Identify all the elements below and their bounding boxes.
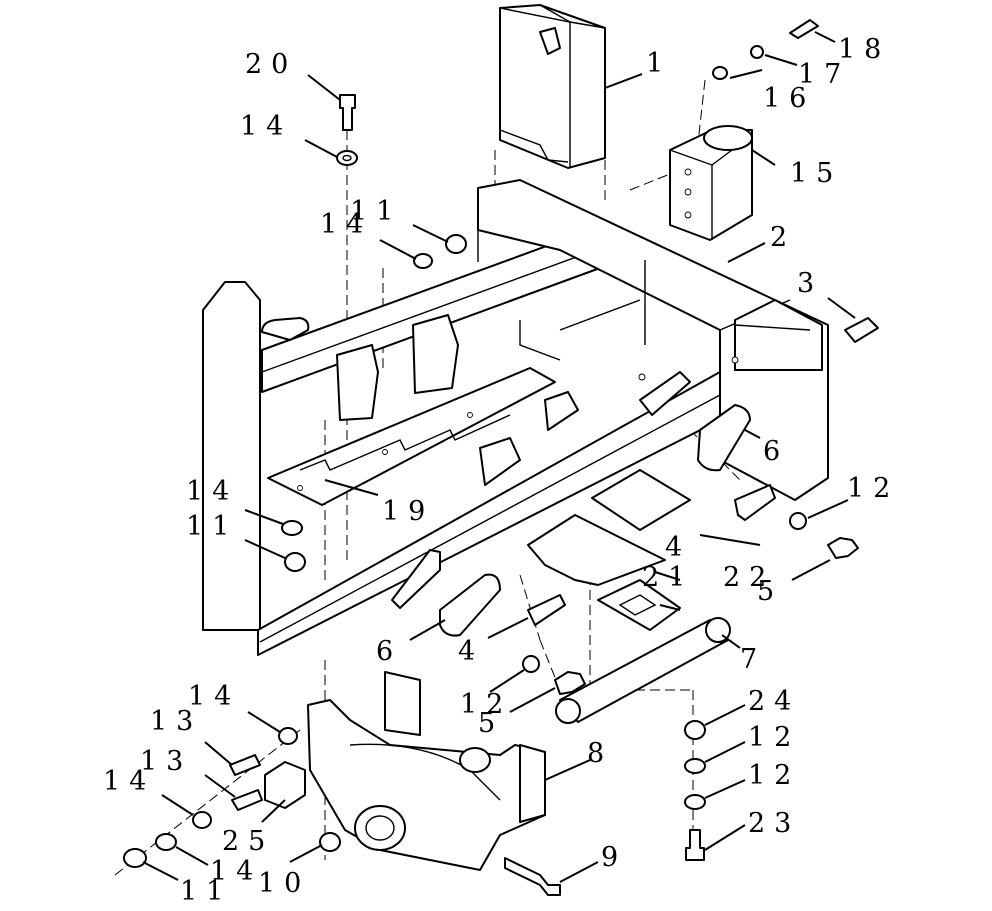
plate-22-top <box>591 469 691 531</box>
bracket <box>669 125 753 241</box>
callout-4-right: 4 <box>665 532 691 563</box>
rib-plate-left <box>336 344 379 421</box>
callout-12-lower: 12 <box>460 689 512 720</box>
wing-nut-lower <box>554 671 586 695</box>
nut-11-top <box>445 234 467 254</box>
callout-14-mid: 14 <box>320 209 372 240</box>
seal-6-left <box>439 573 501 637</box>
wing-nut-right <box>827 537 859 559</box>
nut-11-left <box>284 552 306 572</box>
bolt-9 <box>504 857 561 896</box>
nut-24 <box>684 720 706 740</box>
clip-25 <box>264 761 306 809</box>
callout-12-right: 12 <box>847 473 899 504</box>
shaft <box>555 617 731 724</box>
plates <box>527 469 691 631</box>
callout-10: 10 <box>258 868 310 899</box>
callout-14-lower: 14 <box>188 681 240 712</box>
callout-16: 16 <box>763 83 815 114</box>
callout-20: 20 <box>245 49 297 80</box>
callout-14-left: 14 <box>186 476 238 507</box>
callout-21: 21 <box>642 562 694 593</box>
leader-lines <box>142 31 856 883</box>
hardware <box>123 19 879 896</box>
nut-11-lower <box>123 848 147 868</box>
callout-7: 7 <box>740 644 766 675</box>
slot-right <box>639 371 691 416</box>
rib-plate-mid <box>412 314 459 394</box>
callout-5-right: 5 <box>757 576 783 607</box>
washer-14-left <box>281 520 303 536</box>
callout-13-b: 13 <box>140 746 192 777</box>
rib-plate-back <box>544 391 579 431</box>
screw-18 <box>789 19 819 39</box>
washer-14-b <box>192 811 212 829</box>
callout-24: 24 <box>748 686 800 717</box>
nut-10 <box>319 832 341 852</box>
callout-3: 3 <box>797 268 823 299</box>
seal-6-right <box>697 404 751 472</box>
callout-1: 1 <box>646 48 672 79</box>
callout-11-lower: 11 <box>180 876 232 907</box>
callout-12-stack-b: 12 <box>748 760 800 791</box>
callout-22: 22 <box>723 562 775 593</box>
callout-8: 8 <box>587 738 613 769</box>
washer-14-lower <box>278 727 298 745</box>
callout-14-top: 14 <box>240 111 292 142</box>
hitch-cradle <box>307 671 546 871</box>
callout-14-edge: 14 <box>103 766 155 797</box>
callout-9: 9 <box>601 842 627 873</box>
rib-plate-front <box>479 437 521 486</box>
callout-2: 2 <box>770 222 796 253</box>
callout-4-left: 4 <box>458 636 484 667</box>
frame-end-plate <box>202 281 261 631</box>
bolt-13-a <box>229 754 261 776</box>
callout-14-bottom: 14 <box>210 856 262 887</box>
latches <box>391 371 776 637</box>
callout-12-stack-a: 12 <box>748 722 800 753</box>
washer-14-mid <box>413 253 433 269</box>
latch-4-left <box>527 594 566 626</box>
mounting-plate <box>267 367 556 506</box>
bolt-13-b <box>231 789 263 811</box>
callout-17: 17 <box>798 59 850 90</box>
callout-6-left: 6 <box>376 636 402 667</box>
plate-21 <box>527 514 666 586</box>
bolt-3 <box>844 317 879 343</box>
callout-19: 19 <box>382 496 434 527</box>
slot-left <box>391 549 441 609</box>
callout-11-top: 11 <box>350 196 402 227</box>
top-block <box>499 4 606 169</box>
washer-14-c <box>155 833 177 851</box>
washer-14-top <box>336 150 358 166</box>
bolt-23 <box>685 829 705 861</box>
bolt-20 <box>339 94 356 131</box>
callout-6-right: 6 <box>763 436 789 467</box>
callout-23: 23 <box>748 808 800 839</box>
latch-4-right <box>734 484 776 521</box>
callout-5-left: 5 <box>478 708 504 739</box>
callout-11-left: 11 <box>186 511 238 542</box>
cradle-bore <box>354 805 406 851</box>
callout-18: 18 <box>838 34 890 65</box>
plate-22 <box>597 579 681 631</box>
callout-15: 15 <box>790 158 842 189</box>
callout-labels: 1 2 3 4 4 5 5 6 6 7 8 9 10 11 11 11 12 1… <box>103 34 899 907</box>
callout-13-a: 13 <box>150 706 202 737</box>
callout-25: 25 <box>222 826 274 857</box>
